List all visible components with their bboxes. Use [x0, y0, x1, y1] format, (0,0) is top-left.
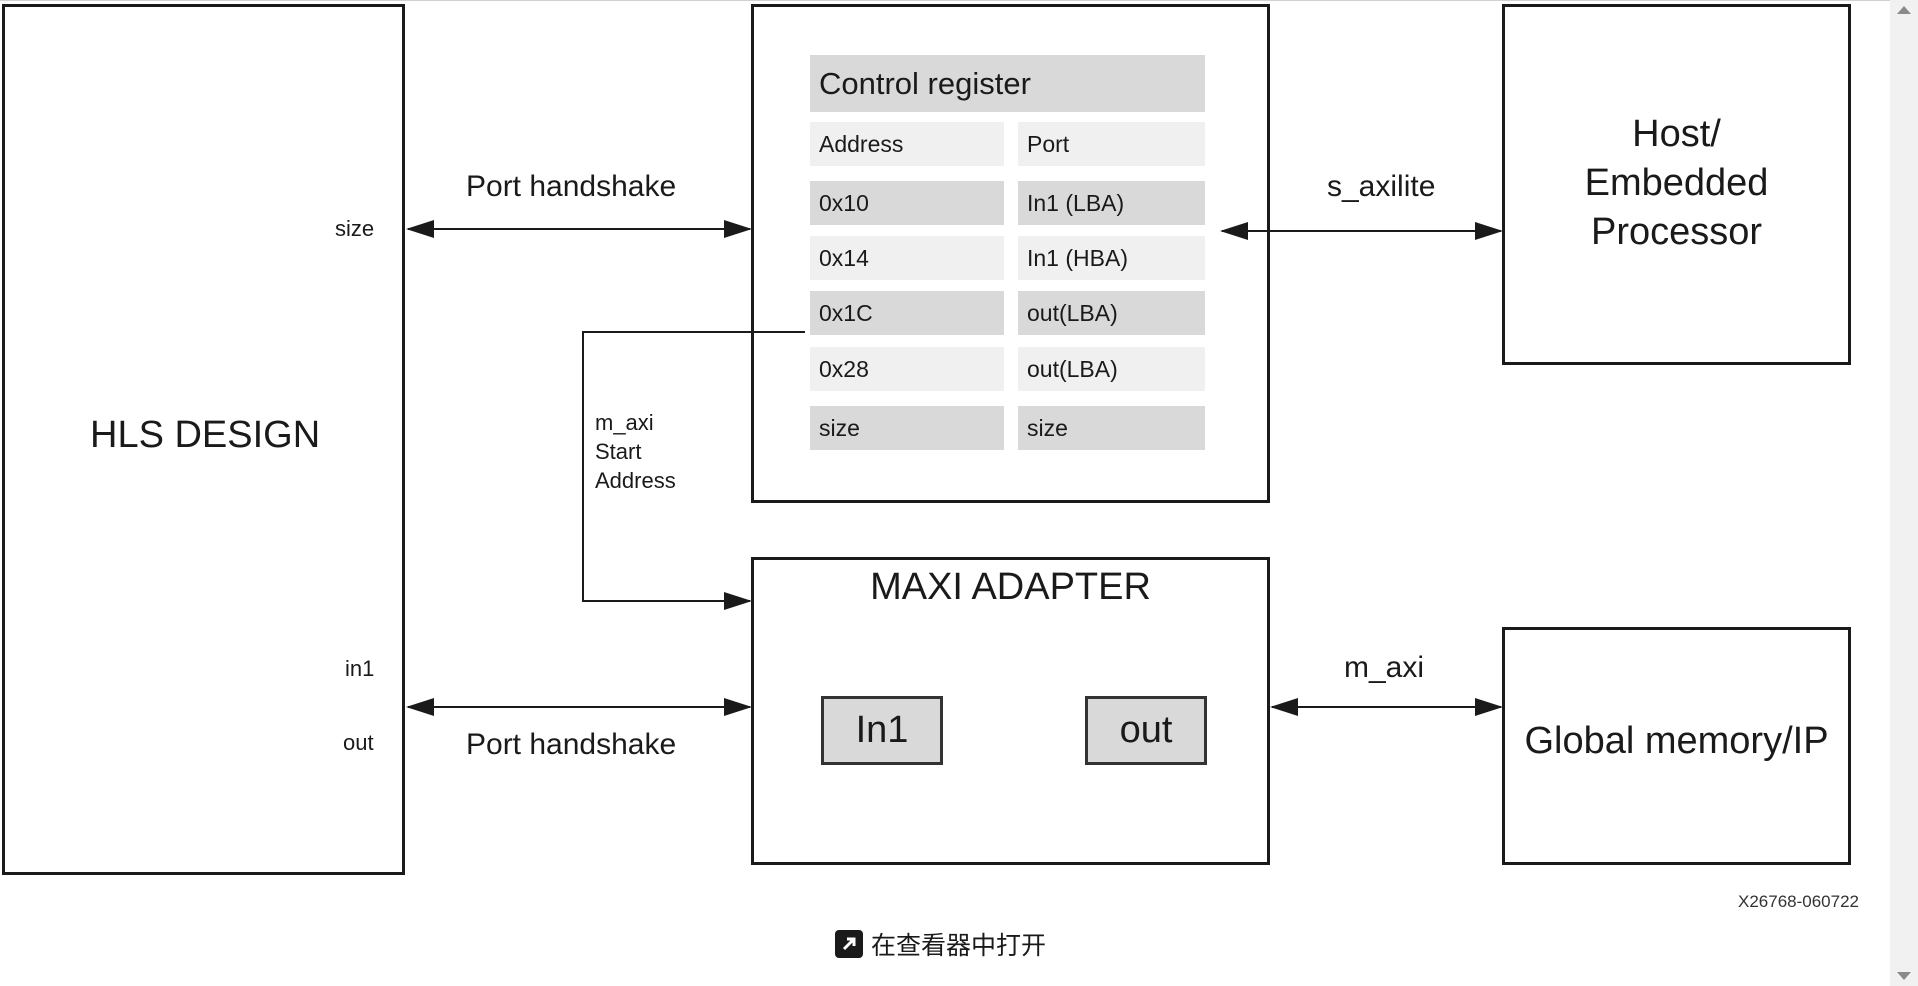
register-row-address: 0x28 [810, 347, 1004, 391]
scroll-up-arrow-icon[interactable] [1897, 6, 1911, 14]
hls-port-out: out [343, 730, 374, 755]
vertical-scrollbar[interactable] [1890, 0, 1918, 986]
port-handshake-bottom-label: Port handshake [466, 728, 677, 761]
global-memory-title: Global memory/IP [1524, 720, 1829, 762]
control-register-title: Control register [810, 55, 1205, 112]
register-header-address: Address [810, 122, 1004, 166]
m-axi-start-line: Address [595, 468, 676, 493]
register-row-address: size [810, 406, 1004, 450]
hls-port-in1: in1 [345, 656, 375, 681]
external-link-icon [835, 930, 863, 958]
figure-id: X26768-060722 [1738, 892, 1860, 911]
maxi-in1-port: In1 [821, 696, 943, 765]
register-row-address: 0x1C [810, 291, 1004, 335]
register-row-port: size [1018, 406, 1205, 450]
top-border [0, 0, 1890, 1]
maxi-out-port: out [1085, 696, 1207, 765]
s-axilite-label: s_axilite [1327, 170, 1436, 203]
hls-port-size: size [335, 216, 375, 241]
host-title-line: Host/ [1632, 113, 1721, 155]
register-row-port: In1 (HBA) [1018, 236, 1205, 280]
hls-design-title: HLS DESIGN [90, 414, 321, 456]
maxi-adapter-title: MAXI ADAPTER [870, 566, 1151, 608]
host-title-line: Embedded [1584, 162, 1769, 204]
m-axi-start-address-label: m_axi Start Address [595, 408, 676, 495]
m-axi-start-line: Start [595, 439, 642, 464]
register-header-port: Port [1018, 122, 1205, 166]
scroll-down-arrow-icon[interactable] [1897, 972, 1911, 980]
register-row-port: out(LBA) [1018, 347, 1205, 391]
register-row-address: 0x10 [810, 181, 1004, 225]
m-axi-start-line: m_axi [595, 410, 654, 435]
register-row-address: 0x14 [810, 236, 1004, 280]
port-handshake-top-label: Port handshake [466, 170, 677, 203]
open-in-viewer-label: 在查看器中打开 [871, 931, 1047, 960]
m-axi-start-address-arrow [582, 331, 805, 610]
global-memory-block [1502, 627, 1851, 865]
hls-design-block [2, 4, 405, 875]
m-axi-label: m_axi [1344, 651, 1425, 684]
register-row-port: out(LBA) [1018, 291, 1205, 335]
host-title-line: Processor [1590, 211, 1763, 253]
host-processor-block [1502, 4, 1851, 365]
connector-lines [406, 220, 1503, 716]
open-in-viewer-link[interactable]: 在查看器中打开 [835, 926, 1046, 962]
host-processor-title: Host/ Embedded Processor [1502, 110, 1851, 257]
register-row-port: In1 (LBA) [1018, 181, 1205, 225]
